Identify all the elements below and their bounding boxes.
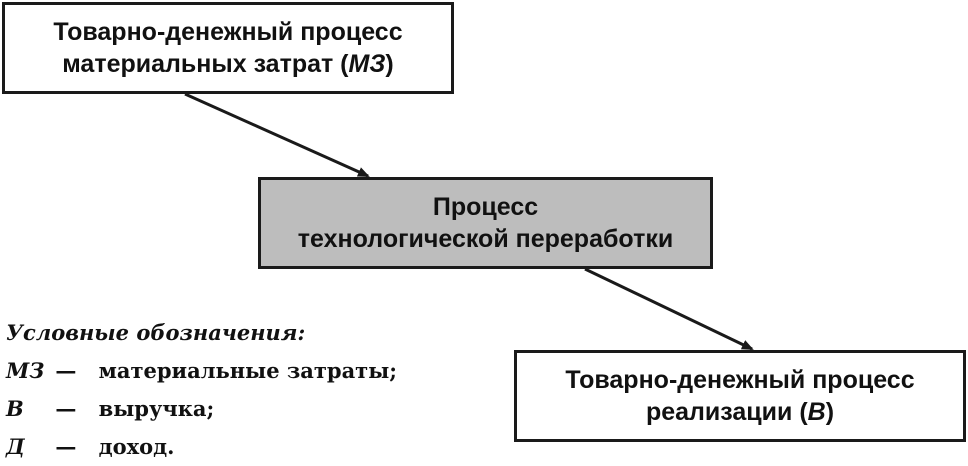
process-box-line1: Процесс — [432, 193, 539, 221]
sales-process-box: Товарно-денежный процесс реализации (В) — [514, 350, 966, 442]
process-box-line2: технологической переработки — [297, 225, 674, 253]
legend-text: выручка; — [98, 396, 215, 421]
sales-box-line2-close: ) — [825, 398, 835, 426]
materials-box-line2: материальных затрат (МЗ) — [62, 48, 393, 80]
legend-title: Условные обозначения: — [6, 320, 306, 345]
legend-dash: — — [55, 434, 77, 459]
materials-box-line2-text: материальных затрат ( — [62, 50, 349, 78]
legend-abbr: Д — [6, 434, 25, 459]
sales-abbr: В — [807, 398, 826, 426]
legend-item-mz: МЗ — материальные затраты; — [6, 352, 397, 390]
legend-item-v: В — выручка; — [6, 390, 397, 428]
legend-dash: — — [55, 358, 77, 383]
legend: Условные обозначения: МЗ — материальные … — [6, 314, 397, 466]
legend-text: доход. — [98, 434, 175, 459]
technological-process-box: Процесс технологической переработки — [258, 177, 713, 269]
materials-box-line2-close: ) — [385, 50, 394, 78]
materials-process-box: Товарно-денежный процесс материальных за… — [2, 2, 454, 94]
legend-dash: — — [55, 396, 77, 421]
flow-arrows — [184, 92, 754, 351]
sales-box-line1: Товарно-денежный процесс — [565, 366, 915, 394]
sales-box-line2-text: реализации ( — [645, 398, 808, 426]
materials-box-line1: Товарно-денежный процесс — [53, 18, 403, 46]
legend-item-d: Д — доход. — [6, 428, 397, 466]
legend-text: материальные затраты; — [98, 358, 397, 383]
legend-abbr: В — [6, 396, 24, 421]
materials-abbr: МЗ — [348, 50, 386, 78]
legend-abbr: МЗ — [6, 358, 45, 383]
sales-box-line2: реализации (В) — [646, 396, 834, 428]
arrow-process-to-sales — [584, 267, 754, 351]
arrow-materials-to-process — [184, 92, 370, 178]
